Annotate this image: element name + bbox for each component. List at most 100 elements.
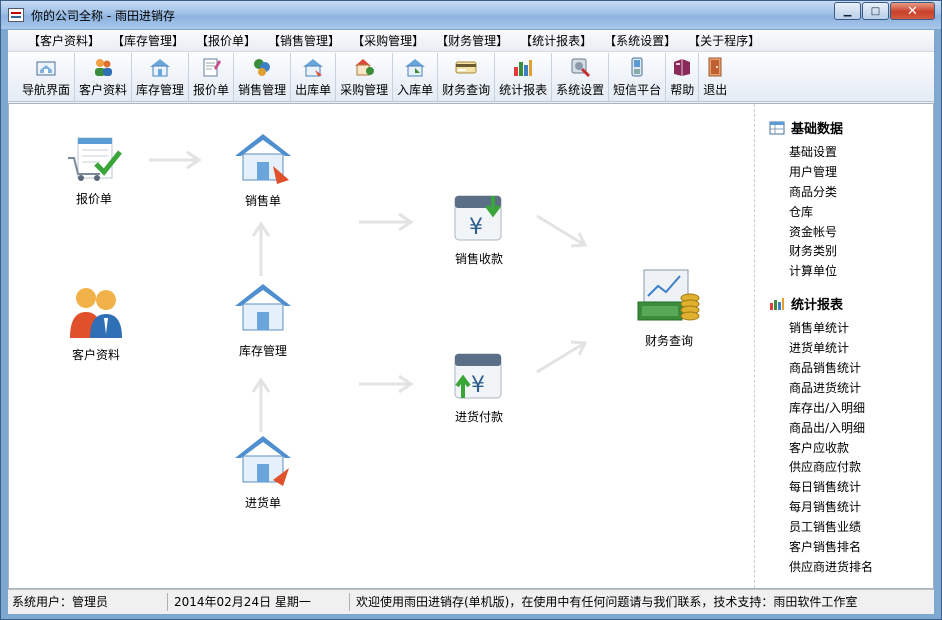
bar-chart-icon [770,297,784,310]
sms-icon [631,57,643,77]
toolbar-label: 财务查询 [442,83,491,97]
toolbar-finance-button[interactable]: 财务查询 [438,53,496,101]
toolbar-sms-button[interactable]: 短信平台 [609,53,667,101]
quick-links-sidebar: 基础数据 基础设置 用户管理 商品分类 仓库 资金帐号 财务类别 计算单位 统计… [754,104,934,588]
toolbar-outbound-button[interactable]: 出库单 [291,53,337,101]
menu-inventory[interactable]: 【库存管理】 [112,34,185,48]
side-item-report[interactable]: 员工销售业绩 [789,520,862,535]
toolbar-label: 销售管理 [238,83,287,97]
side-item-report[interactable]: 客户应收款 [789,440,850,455]
toolbar-help-button[interactable]: 帮助 [666,53,700,101]
side-item-user-management[interactable]: 用户管理 [789,164,838,179]
toolbar-inventory-button[interactable]: 库存管理 [132,53,190,101]
sales-house-icon [235,134,291,184]
menu-finance[interactable]: 【财务管理】 [436,34,509,48]
window-controls: ▁ □ ✕ [833,2,935,20]
customers-icon [95,59,113,76]
side-item-finance-category[interactable]: 财务类别 [789,244,838,259]
side-item-report[interactable]: 库存出/入明细 [789,400,866,415]
sales-icon [254,59,271,76]
table-icon [769,121,785,134]
side-item-report[interactable]: 每月销售统计 [789,500,862,515]
side-item-report[interactable]: 客户销售排名 [789,540,862,555]
side-item-report[interactable]: 供应商应付款 [789,460,862,475]
inbound-icon [405,59,426,77]
side-item-report[interactable]: 商品出/入明细 [789,420,866,435]
flow-customer[interactable]: 客户资料 [64,284,128,363]
toolbar-label: 退出 [703,83,728,97]
side-item-report[interactable]: 商品销售统计 [789,361,862,376]
warehouse-icon [150,59,171,77]
basic-data-title: 基础数据 [791,122,844,137]
flow-purchase-payment[interactable]: ¥ 进货付款 [447,350,511,425]
flow-purchase-payment-label: 进货付款 [454,410,503,424]
flow-quote[interactable]: 报价单 [64,136,124,207]
flow-sales-order-label: 销售单 [244,194,281,208]
toolbar-exit-button[interactable]: 退出 [699,53,731,101]
toolbar-nav-button[interactable]: 导航界面 [18,53,76,101]
house-frame-icon [36,61,56,76]
menu-customer[interactable]: 【客户资料】 [28,34,101,48]
arrow-quote-to-sales-icon [149,150,202,170]
side-item-product-category[interactable]: 商品分类 [789,184,838,199]
quote-icon [203,58,222,77]
flow-purchase-order[interactable]: 进货单 [231,432,295,511]
menu-reports[interactable]: 【统计报表】 [520,34,593,48]
minimize-button[interactable]: ▁ [834,2,861,20]
status-user: 系统用户：管理员 [8,592,168,611]
reports-section-title: 统计报表 [769,294,934,313]
toolbar-label: 客户资料 [79,83,128,97]
menu-about[interactable]: 【关于程序】 [688,34,761,48]
quote-cart-icon [68,137,122,181]
side-item-warehouse[interactable]: 仓库 [789,204,814,219]
toolbar-label: 帮助 [670,83,695,97]
toolbar-customer-button[interactable]: 客户资料 [75,53,133,101]
title-bar[interactable]: 你的公司全称 - 雨田进销存 ▁ □ ✕ [1,1,941,29]
toolbar-reports-button[interactable]: 统计报表 [495,53,553,101]
maximize-button[interactable]: □ [862,2,889,20]
toolbar-inbound-button[interactable]: 入库单 [393,53,439,101]
side-item-report[interactable]: 销售单统计 [789,321,850,336]
client-area: 【客户资料】 【库存管理】 【报价单】 【销售管理】 【采购管理】 【财务管理】… [8,30,934,614]
side-item-report[interactable]: 进货单统计 [789,341,850,356]
side-item-unit[interactable]: 计算单位 [789,264,838,279]
toolbar-settings-button[interactable]: 系统设置 [552,53,610,101]
side-item-basic-settings[interactable]: 基础设置 [789,145,838,159]
status-date: 2014年02月24日 星期一 [168,592,350,611]
flow-sales-order[interactable]: 销售单 [231,130,295,209]
reports-title: 统计报表 [791,298,844,314]
navigation-panel: 报价单 销售单 客户资料 库存管理 进货单 ¥ 销售收款 [8,103,934,589]
flow-quote-label: 报价单 [75,192,112,206]
toolbar-label: 短信平台 [613,83,662,97]
status-bar: 系统用户：管理员 2014年02月24日 星期一 欢迎使用雨田进销存(单机版)，… [8,589,934,613]
flow-sales-receipt[interactable]: ¥ 销售收款 [447,192,511,267]
side-item-report[interactable]: 每日销售统计 [789,480,862,495]
menu-sales[interactable]: 【销售管理】 [268,34,341,48]
flow-inventory[interactable]: 库存管理 [231,280,295,359]
toolbar-label: 报价单 [193,83,230,97]
app-icon[interactable] [8,8,24,22]
close-button[interactable]: ✕ [890,2,935,20]
menu-purchase[interactable]: 【采购管理】 [352,34,425,48]
toolbar-label: 出库单 [295,83,332,97]
toolbar-label: 统计报表 [499,83,548,97]
settings-icon [571,58,591,78]
side-item-report[interactable]: 供应商进货排名 [789,559,874,574]
finance-money-icon [637,269,700,321]
toolbar-quote-button[interactable]: 报价单 [189,53,235,101]
arrow-payment-to-finance-icon [536,340,588,374]
toolbar: 导航界面 客户资料 库存管理 报价单 销售管理 出库单 [8,52,934,102]
toolbar-purchase-button[interactable]: 采购管理 [336,53,394,101]
customers-people-icon [70,288,122,338]
help-book-icon [674,59,691,76]
exit-icon [708,57,722,77]
side-item-report[interactable]: 商品进货统计 [789,380,862,395]
menu-settings[interactable]: 【系统设置】 [604,34,677,48]
toolbar-sales-button[interactable]: 销售管理 [234,53,292,101]
side-item-fund-account[interactable]: 资金帐号 [789,224,838,239]
flow-finance-query[interactable]: 财务查询 [635,268,703,349]
payment-yen-icon: ¥ [454,353,502,399]
basic-data-section-title: 基础数据 [769,118,934,137]
menu-quote[interactable]: 【报价单】 [196,34,257,48]
